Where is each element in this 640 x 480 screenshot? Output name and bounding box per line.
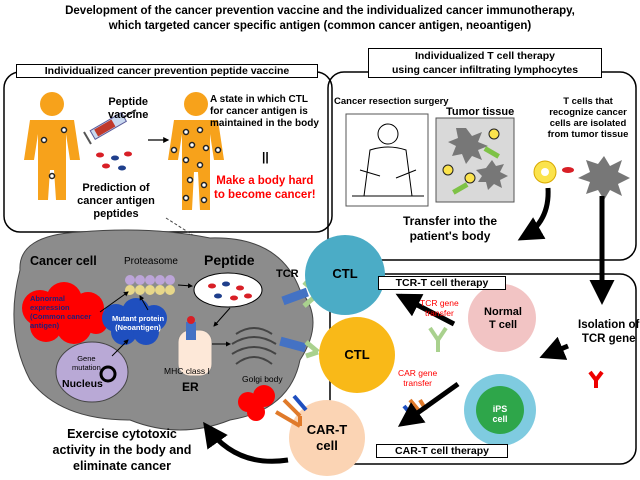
peptide-dots <box>96 151 132 171</box>
golgi-icon <box>231 327 277 365</box>
tcr-icon-2 <box>279 336 320 359</box>
normal-tcell <box>468 284 536 352</box>
dashed-arrow <box>165 217 211 247</box>
mutant-cloud <box>102 298 167 345</box>
nucleus-icon <box>55 341 129 403</box>
diagram-title-line1: Development of the cancer prevention vac… <box>65 5 575 17</box>
car-receptor-icon <box>274 394 308 428</box>
nucleus-label: Nucleus <box>62 378 103 390</box>
ctl-label-2: CTL <box>344 347 370 362</box>
tcr-gene-icon <box>428 326 448 352</box>
person-before-icon <box>24 92 80 200</box>
tcr-label: TCR <box>276 268 299 280</box>
tumor-tissue-icon <box>435 117 515 203</box>
isolation-to-normal-arrow <box>539 336 569 360</box>
proteasome-arrow <box>177 283 193 289</box>
er-label: ER <box>182 380 199 394</box>
peptide-in-oval <box>208 281 252 301</box>
cancer-cell-label: Cancer cell <box>30 254 97 268</box>
car-transfer-arrow <box>397 381 460 427</box>
tcrt-label: TCR-T cell therapy <box>378 276 506 290</box>
tumor-label: Tumor tissue <box>446 106 515 118</box>
small-cancer-blob <box>238 385 275 421</box>
ips-label: iPS cell <box>492 404 508 424</box>
mutant-text: Mutant protein(Neoantigen) <box>111 314 165 332</box>
diagram-title-line2: which targeted cancer specific antigen (… <box>108 20 532 32</box>
ctl-cell-2 <box>319 317 395 393</box>
syringe-icon <box>83 109 137 145</box>
person-after-icon <box>168 92 224 210</box>
ips-cell-inner <box>476 386 524 434</box>
ctl-cell-1 <box>305 235 385 315</box>
gene-mutation-icon <box>99 365 117 383</box>
tcell-dots <box>40 126 68 180</box>
abnormal-cloud <box>22 282 108 344</box>
transfer-arrow <box>517 187 551 241</box>
ctl-label-1: CTL <box>332 266 358 281</box>
vaccine-panel-heading: Individualized cancer prevention peptide… <box>16 64 318 78</box>
exercise-arrow <box>203 421 289 464</box>
surgery-label: Cancer resection surgery <box>334 96 449 107</box>
mhc-label: MHC class I <box>164 366 210 376</box>
isolated-tcell-icon <box>533 156 630 200</box>
golgi-label: Golgi body <box>242 374 283 384</box>
proteasome-label: Proteasome <box>124 256 178 267</box>
equals-symbol: || <box>262 150 269 164</box>
tcr-transfer-arrow <box>395 293 456 327</box>
cart-therapy-label: CAR-T cell therapy <box>376 444 508 458</box>
peptide-oval <box>193 272 263 308</box>
surgeon-icon <box>345 113 429 207</box>
cart-cell <box>289 400 365 476</box>
peptide-label: Peptide <box>204 252 255 268</box>
tcr-gene-red-icon <box>588 370 604 388</box>
mhc-icon <box>186 322 196 340</box>
